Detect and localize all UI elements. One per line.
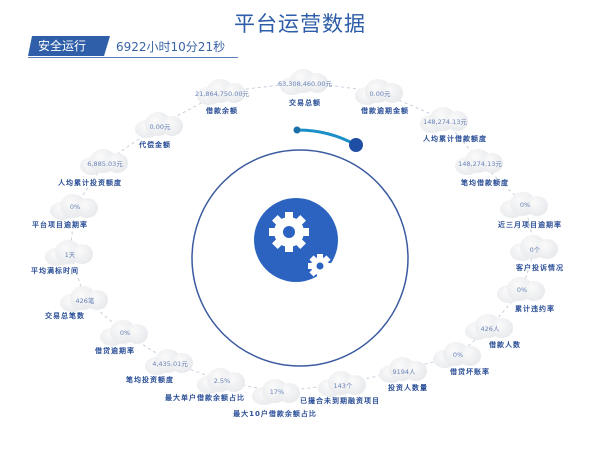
metric-cloud: 21,864,750.00元 [193,77,251,107]
metric-value: 0个 [529,246,541,254]
metric-cloud: 6,885.03元 [76,147,134,177]
safe-run-value: 6922小时10分21秒 [116,40,226,54]
safe-run-label: 安全运行 [28,36,110,56]
metric-label: 借款逾期金额 [361,107,409,115]
metric-label: 笔均投资额度 [126,376,174,384]
metric-cloud: 9194人 [375,355,433,385]
orbit-ring [191,149,409,367]
metric-value: 63,308,460.00元 [277,80,333,88]
metric-value: 0% [519,201,531,209]
metric-cloud: 0.00元 [351,77,409,107]
page-title: 平台运营数据 [234,12,366,36]
metric-cloud: 143个 [314,369,372,399]
metric-value: 0% [516,286,528,294]
metric-cloud: 0.00元 [131,110,189,140]
metric-label: 人均累计借款额度 [423,135,487,143]
metric-label: 最大10户借款余额占比 [233,410,317,418]
orbit-arc [296,128,357,147]
metric-cloud: 0% [429,340,487,370]
metric-value: 148,274.13元 [458,160,502,168]
metric-value: 0.00元 [369,90,391,98]
metric-value: 148,274.13元 [423,118,467,126]
metric-cloud: 63,308,460.00元 [276,67,334,97]
metric-label: 已撮合未到期融资项目 [300,397,380,405]
metric-value: 6,885.03元 [87,160,123,168]
metric-value: 21,864,750.00元 [194,90,250,98]
metric-cloud: 1天 [41,238,99,268]
metric-label: 客户投诉情况 [516,264,564,272]
metric-cloud: 0% [496,190,554,220]
metric-cloud: 426笔 [56,284,114,314]
metric-label: 借贷坏账率 [450,368,490,376]
metric-label: 交易总笔数 [45,312,85,320]
safe-run-bar: 安全运行 6922小时10分21秒 [28,36,238,58]
metric-cloud: 4,435.01元 [141,347,199,377]
metric-value: 2.5% [213,377,231,385]
metric-value: 143个 [333,382,353,390]
metric-label: 笔均借款额度 [461,179,509,187]
metric-value: 1天 [64,251,76,259]
metric-label: 人均累计投资额度 [58,179,122,187]
gear-icon [269,212,332,278]
metric-value: 426笔 [75,297,95,305]
metric-label: 平均满标时间 [31,267,79,275]
metric-cloud: 2.5% [193,366,251,396]
metric-value: 4,435.01元 [152,360,188,368]
metric-label: 借款人数 [489,341,521,349]
metric-label: 交易总额 [289,99,321,107]
metric-value: 0% [69,203,81,211]
metric-cloud: 0个 [506,233,564,263]
metric-label: 投资人数量 [388,384,428,392]
metric-cloud: 17% [248,377,306,407]
metric-cloud: 148,274.13元 [416,105,474,135]
metric-cloud: 0% [46,192,104,222]
metric-label: 最大单户借款余额占比 [165,394,245,402]
metric-label: 近三月项目逾期率 [498,221,562,229]
metric-label: 平台项目逾期率 [32,221,88,229]
connector-line [69,81,536,393]
metric-value: 17% [269,388,285,396]
metric-cloud: 426人 [461,312,519,342]
metric-value: 9194人 [392,368,416,376]
metric-value: 0% [452,351,464,359]
metric-label: 代偿金额 [139,141,171,149]
metric-value: 426人 [480,325,500,333]
metric-label: 累计违约率 [515,305,555,313]
orbit-dot-large [349,138,363,152]
metric-value: 0.00元 [149,123,171,131]
metric-cloud: 0% [493,275,551,305]
orbit-dot-small [293,126,301,134]
metric-label: 借款余额 [206,107,238,115]
metric-value: 0% [119,329,131,337]
metric-cloud: 148,274.13元 [451,147,509,177]
metric-cloud: 0% [96,318,154,348]
metric-label: 借贷逾期率 [95,347,135,355]
